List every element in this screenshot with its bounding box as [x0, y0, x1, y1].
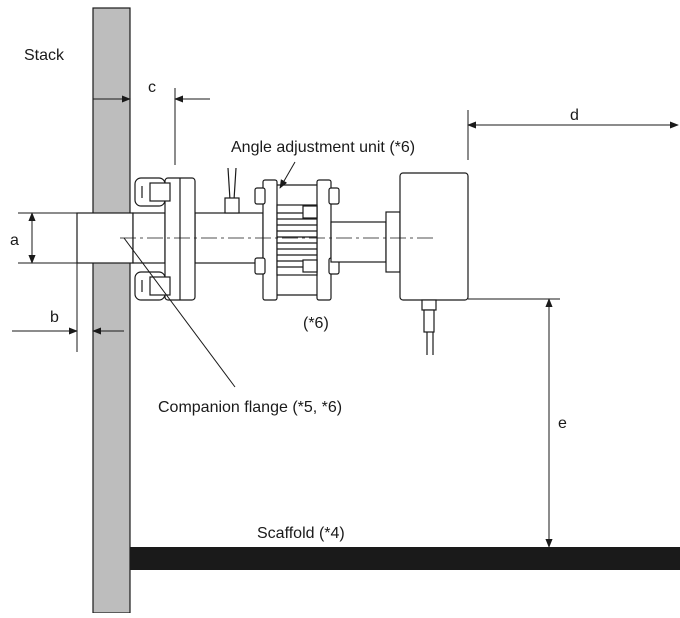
note-6-label: (*6): [303, 315, 329, 332]
scaffold-bar: [130, 547, 680, 570]
stack-label: Stack: [24, 47, 65, 64]
flange-leader: [123, 237, 236, 388]
dim-a-label: a: [10, 232, 19, 249]
angle-unit-label: Angle adjustment unit (*6): [231, 139, 415, 156]
dim-c-label: c: [148, 79, 156, 96]
dimension-b: [12, 263, 124, 352]
angle-adjustment-unit: [254, 179, 340, 301]
dimension-c: [93, 88, 210, 165]
dim-b-label: b: [50, 309, 59, 326]
dim-e-label: e: [558, 415, 567, 432]
analyzer-housing: [399, 172, 469, 355]
connecting-tube: [330, 211, 401, 273]
companion-flange-label: Companion flange (*5, *6): [158, 399, 342, 416]
angle-unit-leader: [279, 161, 296, 189]
dimension-e: [468, 298, 560, 548]
scaffold-label: Scaffold (*4): [257, 525, 345, 542]
dimension-d: [467, 110, 679, 160]
dimension-a: [18, 212, 77, 264]
companion-flange: [134, 177, 196, 301]
dim-d-label: d: [570, 107, 579, 124]
stack-wall: [92, 7, 131, 614]
top-fitting: [224, 167, 240, 214]
